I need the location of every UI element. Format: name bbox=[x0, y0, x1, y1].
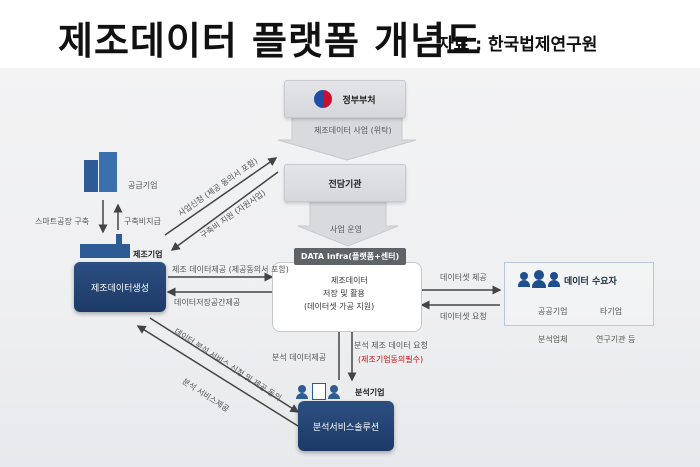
analysis-request-note: (제조기업동의필수) bbox=[358, 355, 424, 364]
demand-item-research: 연구기관 등 bbox=[596, 335, 636, 344]
gov-box: 정부부처 bbox=[284, 80, 406, 118]
infra-header-label: DATA Infra(플랫폼+센터) bbox=[300, 252, 400, 261]
gov-label: 정부부처 bbox=[342, 95, 376, 106]
gov-to-agency-label: 제조데이터 사업 (위탁) bbox=[314, 126, 392, 135]
factory-icon bbox=[80, 234, 130, 258]
title-bar: 제조데이터 플랫폼 개념도 자료 : 한국법제연구원 bbox=[0, 0, 700, 66]
page-title: 제조데이터 플랫폼 개념도 bbox=[58, 19, 483, 63]
smart-factory-label: 스마트공장 구축 bbox=[35, 217, 90, 226]
demand-label: 데이터 수요자 bbox=[564, 277, 617, 287]
source-note: 자료 : 한국법제연구원 bbox=[438, 35, 598, 55]
demand-item-analysis: 분석업체 bbox=[538, 335, 568, 344]
manufacturer-box: 제조데이터생성 bbox=[74, 262, 166, 312]
analysis-provide-arrow bbox=[136, 325, 299, 427]
agency-box: 전담기관 bbox=[284, 164, 406, 202]
infra-line-2: 저장 및 활용 bbox=[323, 289, 365, 298]
biz-apply-arrow bbox=[164, 157, 278, 236]
analysis-data-provide-label: 분석 데이터제공 bbox=[272, 353, 327, 362]
analysis-solution-label: 분석서비스솔루션 bbox=[312, 422, 380, 433]
demand-box bbox=[504, 262, 654, 326]
analysis-company-label: 분석기업 bbox=[355, 388, 385, 397]
infra-box bbox=[272, 262, 422, 332]
gov-to-agency-arrow bbox=[277, 117, 417, 161]
mfg-provide-label: 제조 데이터제공 (제공동의서 포함) bbox=[172, 265, 289, 274]
analysis-request-label: 분석 제조 데이터 요청 bbox=[354, 341, 428, 350]
demand-item-other: 타기업 bbox=[600, 307, 623, 316]
analysis-solution-box: 분석서비스솔루션 bbox=[298, 401, 394, 451]
building-icon bbox=[82, 152, 120, 192]
mfg-storage-label: 데이터저장공간제공 bbox=[174, 298, 241, 307]
infra-line-1: 제조데이터 bbox=[331, 276, 368, 285]
manufacturer-tag: 제조기업 bbox=[133, 250, 163, 259]
infra-header: DATA Infra(플랫폼+센터) bbox=[294, 248, 406, 265]
analysis-people-icon bbox=[296, 383, 340, 400]
infra-line-3: (데이터셋 가공 지원) bbox=[304, 302, 375, 311]
agency-to-infra-arrow bbox=[297, 201, 399, 247]
manufacturer-label: 제조데이터생성 bbox=[91, 283, 149, 294]
supplier-label: 공급기업 bbox=[128, 181, 158, 190]
dataset-provide-label: 데이터셋 제공 bbox=[440, 273, 487, 282]
analysis-apply-arrow bbox=[149, 317, 300, 413]
agency-to-infra-label: 사업 운영 bbox=[330, 225, 362, 234]
agency-label: 전담기관 bbox=[328, 179, 362, 190]
dataset-request-label: 데이터셋 요청 bbox=[440, 312, 487, 321]
korea-emblem-icon bbox=[314, 90, 333, 108]
construction-support-arrow bbox=[170, 171, 279, 251]
construction-cost-label: 구축비지급 bbox=[124, 217, 161, 226]
demand-item-public: 공공기업 bbox=[538, 307, 568, 316]
demand-people-icon bbox=[518, 270, 560, 288]
